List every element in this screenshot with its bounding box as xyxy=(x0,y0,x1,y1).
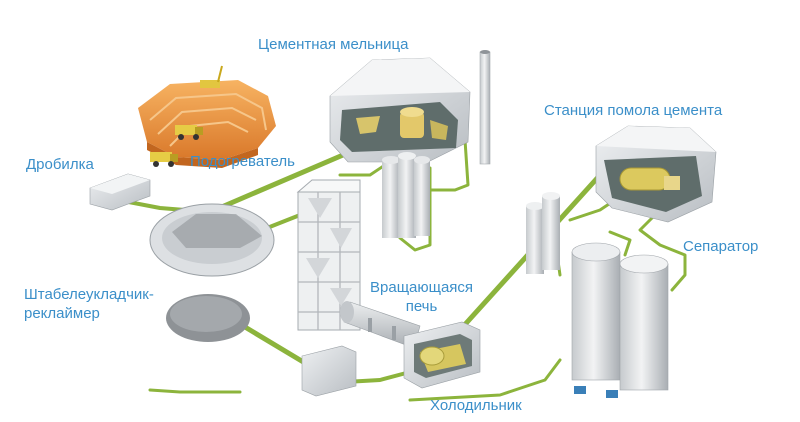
dump-truck-1 xyxy=(175,125,203,140)
label-cement-mill: Цементная мельница xyxy=(258,36,409,53)
raw-material-storage xyxy=(149,203,275,277)
label-preheater: Подогреватель xyxy=(190,153,295,170)
chimney xyxy=(479,50,491,165)
stacker-reclaimer-pile xyxy=(166,294,250,342)
dump-truck-2 xyxy=(150,152,178,167)
clinker-storage-building xyxy=(301,345,357,397)
raw-mill-building xyxy=(329,57,471,163)
raw-meal-silos xyxy=(382,152,430,238)
clinker-silos xyxy=(526,192,560,274)
rotary-kiln xyxy=(340,301,421,349)
excavator xyxy=(200,65,223,88)
label-separator: Сепаратор xyxy=(683,238,759,255)
cooler-building xyxy=(403,321,481,389)
cement-silos xyxy=(571,242,669,398)
crusher-building xyxy=(89,173,151,211)
label-grinding-station: Станция помола цемента xyxy=(544,102,723,119)
label-cooler: Холодильник xyxy=(430,397,522,414)
grinding-station-building xyxy=(595,125,717,223)
label-crusher: Дробилка xyxy=(26,156,94,173)
label-stacker-reclaimer: Штабелеукладчик- реклаймер xyxy=(24,286,154,322)
label-rotary-kiln: Вращающаяся печь xyxy=(370,279,474,315)
